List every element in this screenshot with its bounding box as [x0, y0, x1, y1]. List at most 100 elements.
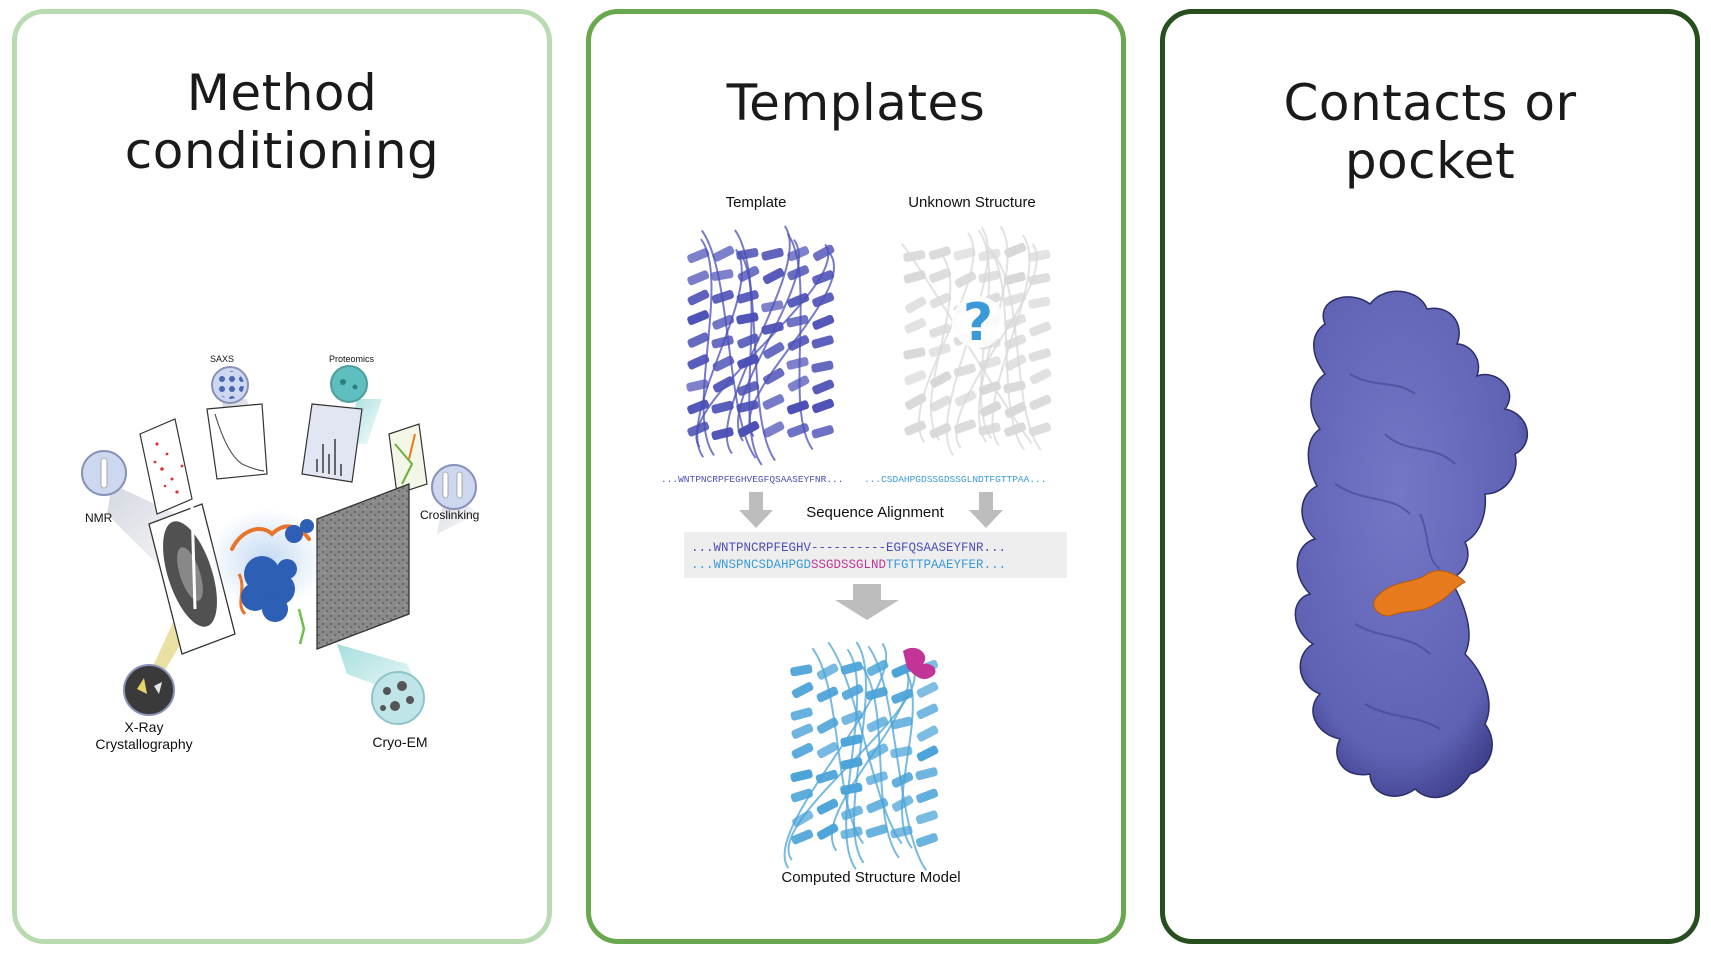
helix-segment — [712, 376, 735, 393]
helix-segment — [979, 401, 1002, 417]
nmr-tube — [100, 457, 108, 489]
surface-illustration — [1294, 290, 1529, 799]
alignment-row-query: ...WNSPNCSDAHPGDSSGDSSGLNDTFGTTPAAEYFER.… — [691, 558, 1006, 572]
helix-segment — [811, 398, 835, 414]
helix-segment — [1004, 354, 1027, 371]
helix-segment — [840, 661, 863, 675]
helix-segment — [930, 371, 952, 388]
helix-segment — [761, 247, 784, 261]
proteomics-dot — [352, 384, 358, 390]
arrow-down-icon — [969, 492, 1003, 528]
cryoem-particles — [380, 681, 414, 711]
helix-segment — [904, 370, 927, 386]
panel-templates: Templates Template Unknown Structure ? .… — [586, 9, 1126, 944]
helix-segment — [790, 664, 813, 677]
alignment-box — [684, 532, 1067, 578]
helix-segment — [812, 314, 835, 330]
helix-segment — [687, 332, 710, 348]
helix-segment — [978, 381, 1001, 395]
unknown-structure-label: Unknown Structure — [908, 194, 1036, 211]
helix-segment — [954, 271, 977, 288]
saxs-label: SAXS — [210, 354, 234, 364]
proteomics-peaks — [316, 439, 342, 476]
loop-segment — [725, 225, 791, 455]
crosslinking-tube — [456, 471, 463, 499]
helix-segment — [687, 310, 710, 325]
helix-segment — [1003, 271, 1026, 285]
helix-segment — [891, 689, 914, 704]
method-conditioning-illustration: NMR SAXS Proteomics Croslinking — [81, 354, 479, 752]
alignment-row-insert: SSGDSSGLND — [811, 558, 886, 572]
nmr-label: NMR — [85, 511, 113, 525]
helix-segment — [762, 421, 785, 438]
helix-segment — [761, 321, 784, 335]
loop-segment — [917, 232, 975, 444]
diffraction-core — [177, 547, 203, 601]
helix-segment — [811, 425, 834, 439]
panel-title-line: pocket — [1344, 132, 1516, 190]
helix-segment — [790, 707, 813, 721]
helix-segment — [791, 682, 814, 699]
helix-segment — [736, 290, 759, 304]
panel-title-line: Contacts or — [1283, 74, 1577, 132]
helix-segment — [812, 379, 835, 395]
proteomics-dot — [340, 379, 346, 385]
loop-segment — [845, 648, 859, 870]
saxs-dot-pattern — [216, 371, 244, 399]
crosslinking-chain — [408, 433, 416, 460]
panel-contacts-pocket: Contacts or pocket — [1160, 9, 1700, 944]
helix-segment — [687, 354, 710, 370]
helix-segment — [787, 335, 810, 351]
helix-segment — [866, 659, 889, 676]
helix-segment — [687, 289, 710, 306]
nmr-peaks — [153, 442, 184, 494]
helix-segment — [791, 742, 814, 759]
helix-segment — [1029, 394, 1052, 410]
helix-segment — [816, 823, 839, 840]
helix-segment — [929, 395, 952, 412]
loop-segment — [867, 645, 928, 871]
helix-segment — [816, 663, 839, 680]
helix-segment — [916, 788, 939, 804]
helix-segment — [1028, 249, 1051, 262]
sequence-alignment-label: Sequence Alignment — [806, 504, 944, 521]
inserted-loop — [903, 647, 936, 680]
helix-segment — [916, 725, 939, 742]
helix-segment — [816, 742, 839, 759]
cryoem-icon — [371, 671, 425, 725]
helix-segment — [891, 772, 914, 788]
helix-segment — [811, 335, 834, 349]
loop-segment — [987, 246, 1025, 451]
alignment-row-template: ...WNTPNCRPFEGHV----------EGFQSAASEYFNR.… — [691, 541, 1006, 555]
helix-segment — [712, 355, 735, 372]
crosslinking-tube — [442, 471, 449, 499]
loop-segment — [811, 647, 865, 845]
helix-segment — [1028, 296, 1051, 309]
panel-title-line: Method — [186, 64, 378, 122]
helix-segment — [812, 244, 835, 261]
helix-segment — [1029, 321, 1052, 337]
loop-segment — [786, 233, 814, 451]
beam-stop — [190, 505, 197, 610]
panel-title: Method conditioning — [17, 64, 547, 180]
helix-segment — [816, 798, 839, 815]
panel-title-line: Templates — [726, 74, 986, 132]
alignment-row-prefix: ...WNSPNCSDAHPGD — [691, 558, 811, 572]
helix-segment — [905, 296, 927, 314]
arrow-down-icon — [739, 492, 773, 528]
loop-segment — [830, 664, 910, 852]
helix-segment — [1004, 402, 1027, 418]
helix-segment — [791, 723, 814, 739]
helix-segment — [916, 745, 939, 762]
helix-segment — [915, 810, 938, 825]
loop-segment — [738, 250, 763, 466]
crosslinking-label: Croslinking — [420, 508, 479, 522]
xray-label: Crystallography — [95, 736, 192, 752]
helix-segment — [865, 824, 888, 838]
helix-segment — [762, 394, 785, 410]
helix-segment — [904, 318, 927, 334]
crystal-shape — [154, 682, 162, 694]
helix-segment — [815, 769, 838, 784]
loop-segment — [860, 665, 900, 859]
helix-segment — [711, 269, 734, 281]
